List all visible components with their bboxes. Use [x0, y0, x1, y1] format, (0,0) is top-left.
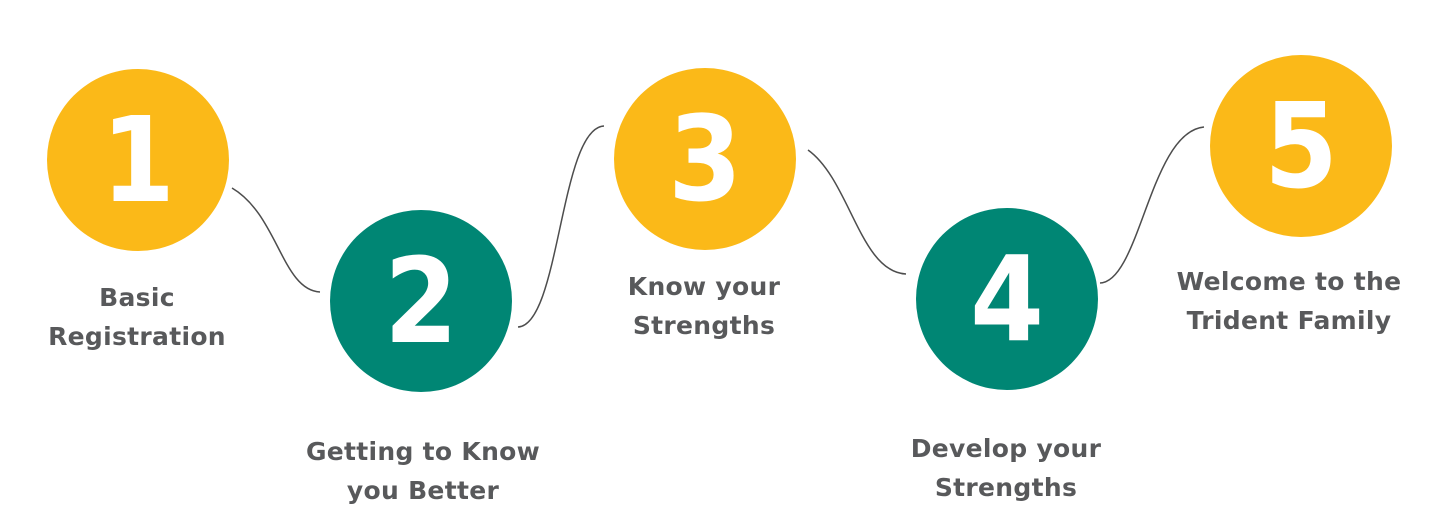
connector-4-5	[1099, 126, 1205, 284]
step-1-label-line-1: Basic	[99, 283, 175, 312]
step-5-label: Welcome to the Trident Family	[1159, 262, 1419, 340]
step-3-label-line-1: Know your	[627, 272, 781, 301]
step-3-label-line-2: Strengths	[632, 311, 776, 340]
step-5-label-line-1: Welcome to the	[1176, 267, 1402, 296]
step-1-number: 1	[101, 91, 175, 229]
step-1-circle: 1	[47, 69, 229, 251]
step-4-number: 4	[970, 230, 1044, 368]
step-4-circle: 4	[916, 208, 1098, 390]
connector-3-4	[807, 149, 907, 275]
step-2-label: Getting to Know you Better	[293, 432, 553, 510]
connector-2-3	[517, 125, 605, 328]
step-2-number: 2	[384, 232, 458, 370]
step-3-circle: 3	[614, 68, 796, 250]
step-3-number: 3	[668, 90, 742, 228]
step-2-label-line-1: Getting to Know	[305, 437, 541, 466]
step-4-label: Develop your Strengths	[876, 429, 1136, 507]
step-4-label-line-1: Develop your	[910, 434, 1102, 463]
step-3-label: Know your Strengths	[574, 267, 834, 345]
step-5-number: 5	[1264, 77, 1338, 215]
step-2-circle: 2	[330, 210, 512, 392]
step-1-label: Basic Registration	[7, 278, 267, 356]
step-1-label-line-2: Registration	[48, 322, 226, 351]
step-5-label-line-2: Trident Family	[1186, 306, 1392, 335]
connector-1-2	[231, 187, 321, 293]
step-5-circle: 5	[1210, 55, 1392, 237]
step-4-label-line-2: Strengths	[934, 473, 1078, 502]
step-2-label-line-2: you Better	[346, 476, 500, 505]
